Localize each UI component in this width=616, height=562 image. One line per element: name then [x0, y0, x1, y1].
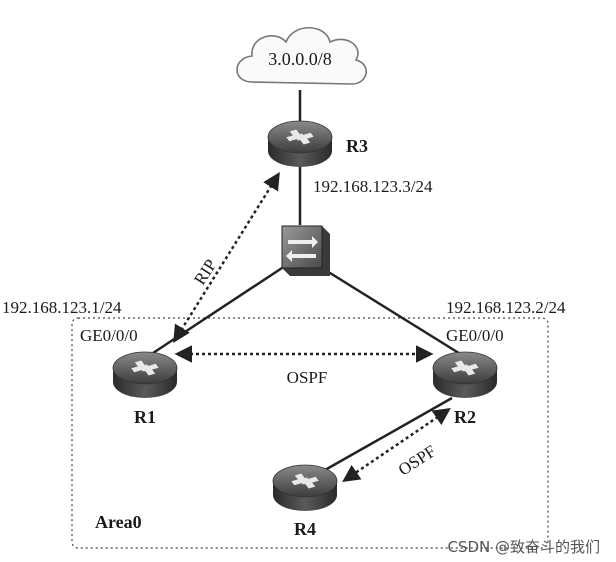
rip-label: RIP	[190, 256, 220, 289]
cloud-network-label: 3.0.0.0/8	[268, 49, 332, 69]
router-r2-name: R2	[454, 407, 476, 427]
router-r4-name: R4	[294, 519, 316, 539]
ospf-arrow-r2-r4	[342, 408, 451, 482]
router-r1-port: GE0/0/0	[80, 326, 138, 345]
ospf-label-r1-r2: OSPF	[287, 368, 328, 387]
watermark: CSDN @致奋斗的我们	[447, 538, 600, 556]
router-r4	[272, 464, 338, 511]
router-r1	[112, 351, 178, 398]
rip-arrow	[173, 172, 280, 343]
router-r3-name: R3	[346, 136, 368, 156]
router-r1-name: R1	[134, 407, 156, 427]
switch-icon	[281, 225, 330, 276]
router-r2-port: GE0/0/0	[446, 326, 504, 345]
cloud-icon	[236, 27, 367, 85]
router-r1-ip: 192.168.123.1/24	[2, 298, 122, 317]
router-r3	[267, 120, 333, 167]
link-switch-r1	[149, 266, 283, 357]
router-r2	[432, 351, 498, 398]
router-r3-ip: 192.168.123.3/24	[313, 177, 433, 196]
area0-label: Area0	[95, 512, 142, 532]
router-r2-ip: 192.168.123.2/24	[446, 298, 566, 317]
ospf-label-r2-r4: OSPF	[395, 441, 439, 479]
link-switch-r2	[321, 266, 463, 357]
area0-boundary	[71, 317, 549, 549]
